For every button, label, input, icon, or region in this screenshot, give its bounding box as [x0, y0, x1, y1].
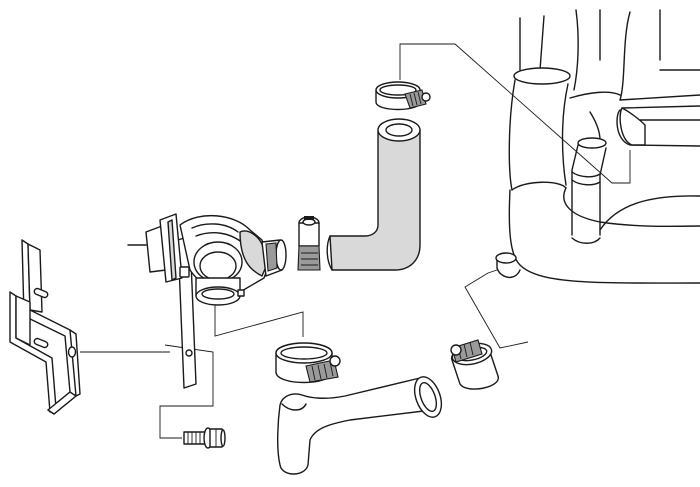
large-hose-clamp-right: [450, 339, 499, 390]
mounting-bracket: [9, 239, 81, 415]
hose-nipple-fitting: [297, 216, 321, 271]
large-hose-clamp-lower: [275, 342, 341, 384]
long-bent-hose: [277, 376, 443, 475]
bent-silicone-hose: [326, 118, 421, 271]
flange-bolt: [183, 427, 226, 449]
engine-intake-piping: [495, 9, 700, 284]
leader-lines: [80, 43, 631, 439]
small-hose-clamp: [375, 81, 431, 111]
blow-off-valve: [127, 213, 287, 389]
